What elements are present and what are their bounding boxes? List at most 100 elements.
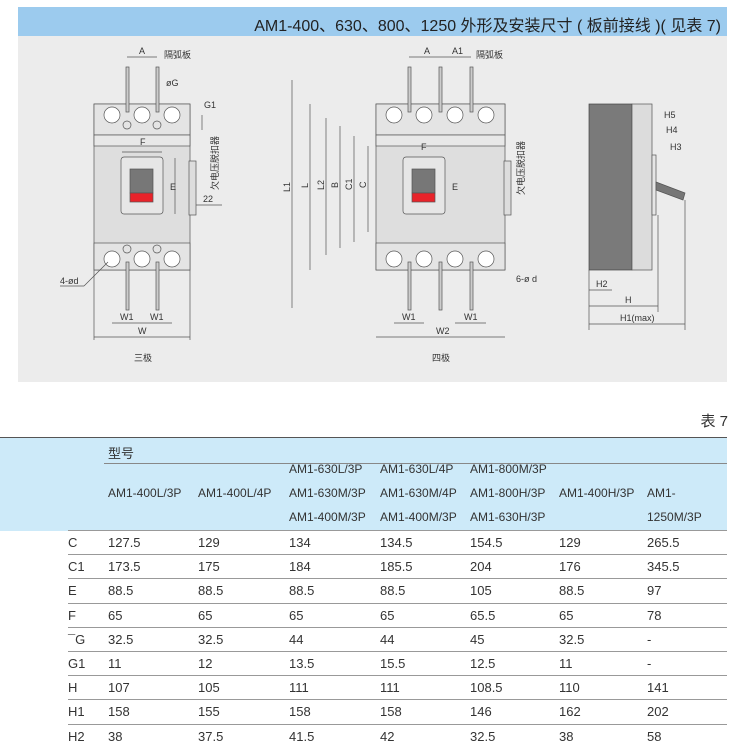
model-header: 型号 (108, 446, 135, 461)
cell-value: 173.5 (108, 559, 141, 575)
dim-label: 隔弧板 (476, 49, 503, 60)
dim-label: 22 (203, 194, 213, 204)
model-name: AM1-630M/3P (289, 486, 366, 500)
dim-label: L (300, 183, 310, 188)
dim-label: B (330, 182, 340, 188)
dim-label: C (358, 181, 368, 188)
dim-label: W1 (120, 312, 134, 322)
row-label: F (68, 607, 76, 623)
dim-label: E (452, 182, 458, 192)
cell-value: 88.5 (289, 583, 315, 599)
cell-value: 45 (470, 631, 485, 647)
caption-four-pole: 四极 (432, 352, 450, 363)
cell-value: 155 (198, 704, 220, 720)
caption-three-pole: 三极 (134, 352, 152, 363)
dim-label: E (170, 182, 176, 192)
dim-label: 6-ø d (516, 274, 537, 284)
column-header: AM1-1250M/3P (647, 481, 727, 529)
cell-value: 107 (108, 680, 130, 696)
cell-value: 44 (289, 631, 304, 647)
cell-value: 65 (289, 607, 304, 623)
cell-value: 97 (647, 583, 662, 599)
dim-label: H5 (664, 110, 676, 120)
cell-value: 13.5 (289, 656, 315, 671)
cell-value: 32.5 (559, 631, 585, 647)
four-pole-drawing (291, 56, 512, 338)
cell-value: 202 (647, 704, 669, 720)
model-name: AM1-1250M/3P (647, 486, 702, 524)
cell-value: 65 (108, 607, 123, 623)
cell-value: 38 (108, 728, 123, 741)
cell-value: 345.5 (647, 559, 680, 575)
cell-value: 12.5 (470, 656, 496, 671)
cell-value: 65.5 (470, 607, 496, 623)
dim-label: G1 (204, 100, 216, 110)
cell-value: 141 (647, 680, 669, 696)
cell-value: 88.5 (108, 583, 134, 599)
row-label: G1 (68, 656, 86, 671)
dim-label: A (424, 46, 430, 56)
dim-label: 4-ød (60, 276, 79, 286)
dim-label: H2 (596, 279, 608, 289)
cell-value: 108.5 (470, 680, 503, 696)
row-label: H2 (68, 728, 85, 741)
dim-label: A1 (452, 46, 463, 56)
cell-value: 146 (470, 704, 492, 720)
cell-value: 184 (289, 559, 311, 575)
cell-value: 185.5 (380, 559, 413, 575)
cell-value: 88.5 (380, 583, 406, 599)
dim-label: H (625, 295, 632, 305)
cell-value: 134 (289, 535, 311, 550)
column-header: AM1-400L/4P (198, 481, 271, 505)
column-header: AM1-400L/3P (108, 481, 181, 505)
dim-label: C1 (344, 178, 354, 190)
cell-value: 111 (380, 680, 400, 696)
row-label: C (68, 535, 78, 550)
dim-label: W2 (436, 326, 450, 336)
dim-label: 隔弧板 (164, 49, 191, 60)
cell-value: 32.5 (470, 728, 496, 741)
cell-value: 32.5 (198, 631, 224, 647)
model-name: AM1-800M/3P (470, 462, 547, 476)
cell-value: 158 (289, 704, 311, 720)
dim-label: F (421, 142, 427, 152)
column-header: AM1-400H/3P (559, 481, 634, 505)
cell-value: 37.5 (198, 728, 224, 741)
cell-value: - (647, 656, 652, 671)
model-name: AM1-630L/4P (380, 462, 454, 476)
dim-label: L1 (282, 182, 292, 192)
model-name: AM1-400L/4P (198, 486, 272, 500)
dim-label: W1 (402, 312, 416, 322)
cell-value: 41.5 (289, 728, 315, 741)
cell-value: 11 (108, 656, 122, 671)
cell-value: 204 (470, 559, 492, 575)
row-label: H (68, 680, 78, 696)
side-view-drawing (588, 103, 686, 330)
cell-value: 32.5 (108, 631, 134, 647)
model-name: AM1-400M/3P (380, 510, 457, 524)
cell-value: 111 (289, 680, 309, 696)
header-divider (104, 463, 727, 464)
model-name: AM1-630H/3P (470, 510, 546, 524)
row-label: ¯G (68, 631, 86, 647)
title-bar: AM1-400、630、800、1250 外形及安装尺寸 ( 板前接线 )( 见… (18, 7, 727, 36)
dim-label: øG (166, 78, 179, 88)
cell-value: 15.5 (380, 656, 406, 671)
cell-value: 65 (559, 607, 574, 623)
cell-value: 65 (380, 607, 395, 623)
dim-label: 欠电压脱扣器 (209, 136, 220, 190)
cell-value: 12 (198, 656, 213, 671)
dim-label: H3 (670, 142, 682, 152)
model-name: AM1-800H/3P (470, 486, 546, 500)
dim-label: W (138, 326, 147, 336)
